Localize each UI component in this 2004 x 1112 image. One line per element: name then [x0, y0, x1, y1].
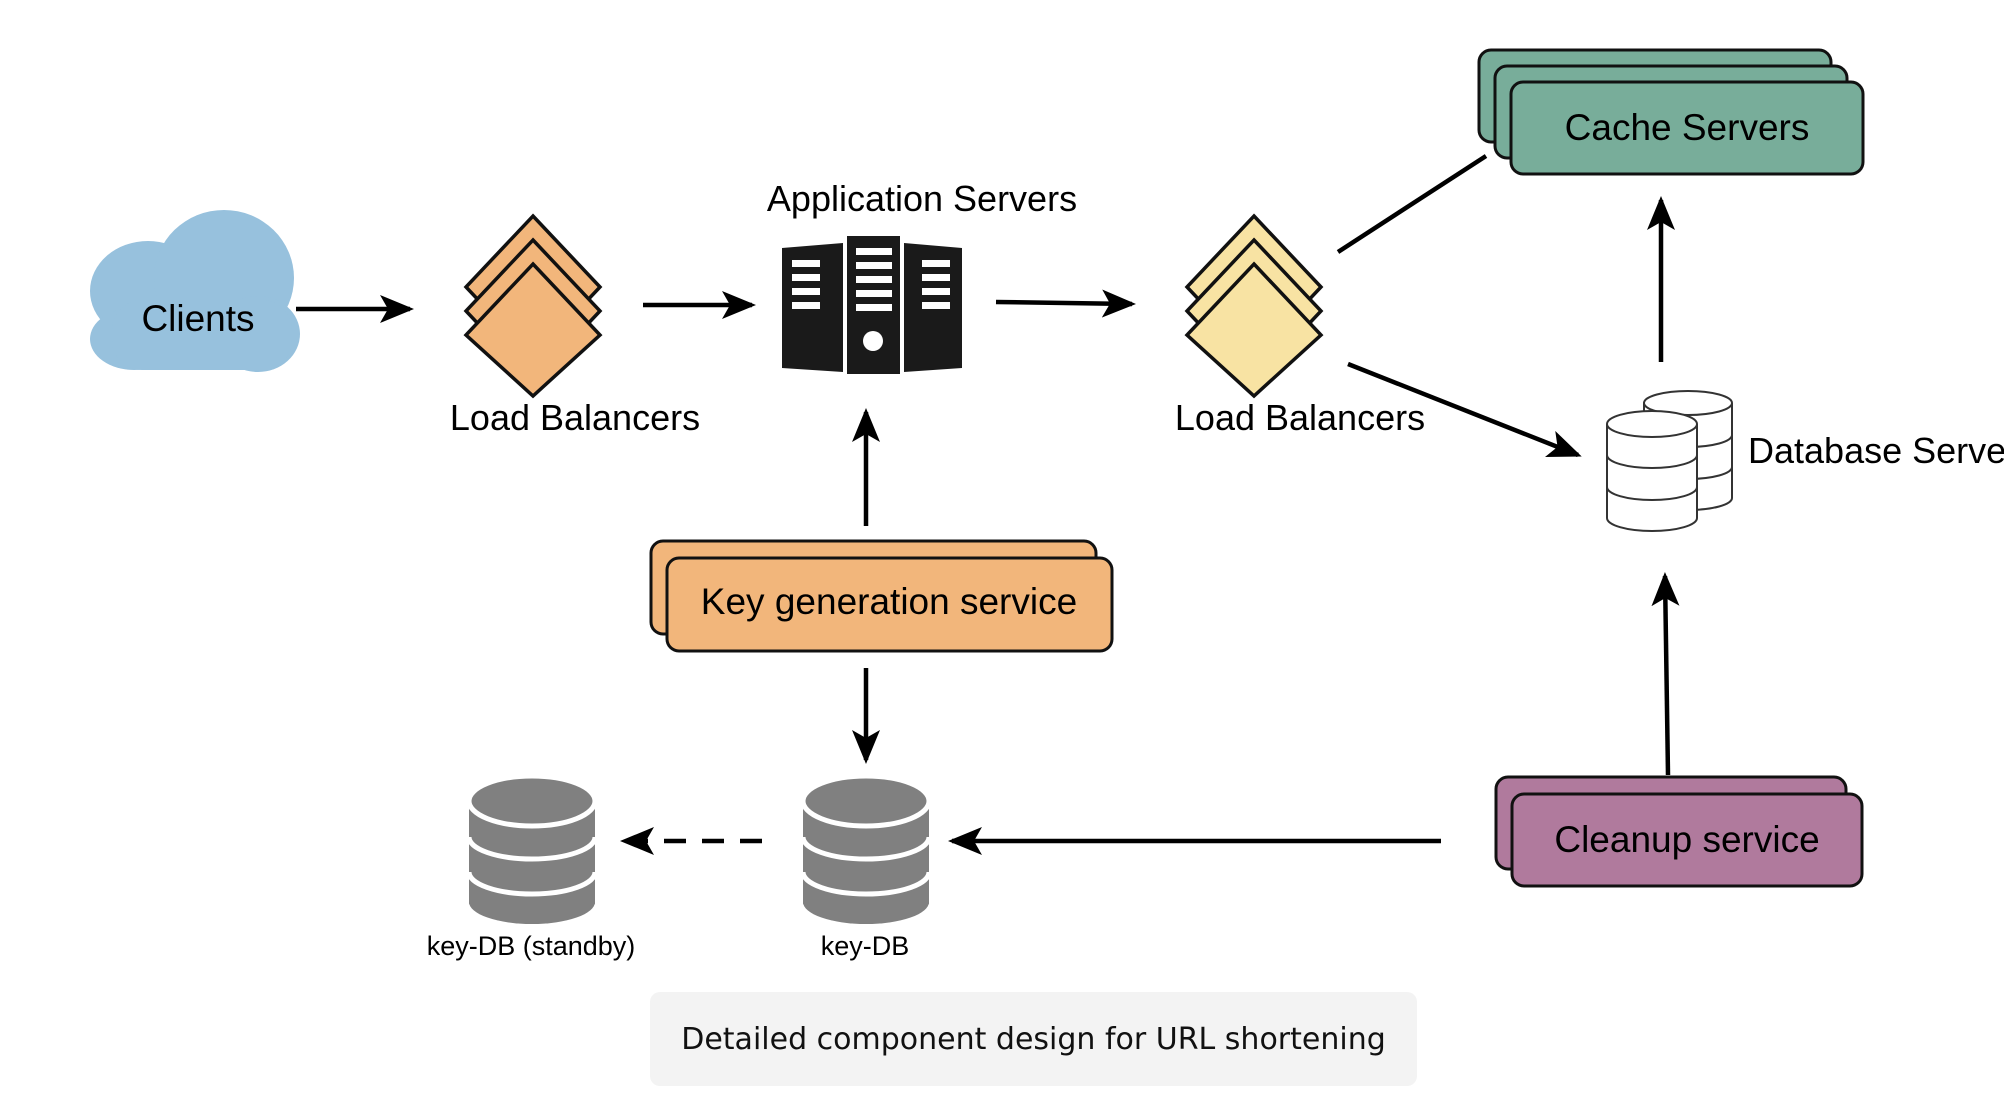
stacked-box-icon	[1477, 48, 1865, 176]
server-rack-icon	[782, 236, 962, 374]
caption-text: Detailed component design for URL shorte…	[681, 1021, 1386, 1057]
load-balancers-1-label: Load Balancers	[450, 397, 700, 438]
node-key-db: key-DB	[800, 773, 932, 961]
database-cylinder-icon	[1606, 390, 1733, 532]
edge-cleanup-to-db	[1651, 572, 1680, 776]
edges	[296, 154, 1680, 855]
stacked-box-icon	[1494, 775, 1864, 888]
database-icon	[800, 773, 932, 924]
node-database-servers: Database Serve	[1606, 390, 2004, 532]
node-load-balancers-2: Load Balancers	[1175, 213, 1425, 438]
node-application-servers: Application Servers	[767, 178, 1077, 374]
diagram-caption: Detailed component design for URL shorte…	[650, 992, 1417, 1086]
key-db-standby-label: key-DB (standby)	[427, 931, 636, 961]
cache-servers-label: Cache Servers	[1565, 107, 1810, 148]
load-balancers-2-label: Load Balancers	[1175, 397, 1425, 438]
database-servers-label: Database Serve	[1748, 430, 2004, 471]
cloud-icon	[90, 210, 300, 372]
node-key-db-standby: key-DB (standby)	[427, 773, 636, 961]
stacked-diamond-icon	[463, 213, 603, 399]
stacked-diamond-icon	[1184, 213, 1324, 399]
node-clients: Clients	[90, 210, 300, 372]
edge-app-to-lb2	[995, 289, 1136, 318]
database-icon	[466, 773, 598, 924]
clients-label: Clients	[141, 298, 254, 339]
edge-lb2-to-db	[1347, 361, 1582, 458]
cleanup-service-label: Cleanup service	[1554, 819, 1819, 860]
node-cleanup-service: Cleanup service	[1494, 775, 1864, 888]
stacked-box-icon	[649, 539, 1114, 653]
key-generation-service-label: Key generation service	[701, 581, 1077, 622]
node-load-balancers-1: Load Balancers	[450, 213, 700, 438]
application-servers-label: Application Servers	[767, 178, 1077, 219]
node-key-generation-service: Key generation service	[649, 539, 1114, 653]
edge-lb2-to-cache	[1336, 154, 1488, 254]
key-db-label: key-DB	[821, 931, 910, 961]
node-cache-servers: Cache Servers	[1477, 48, 1865, 176]
